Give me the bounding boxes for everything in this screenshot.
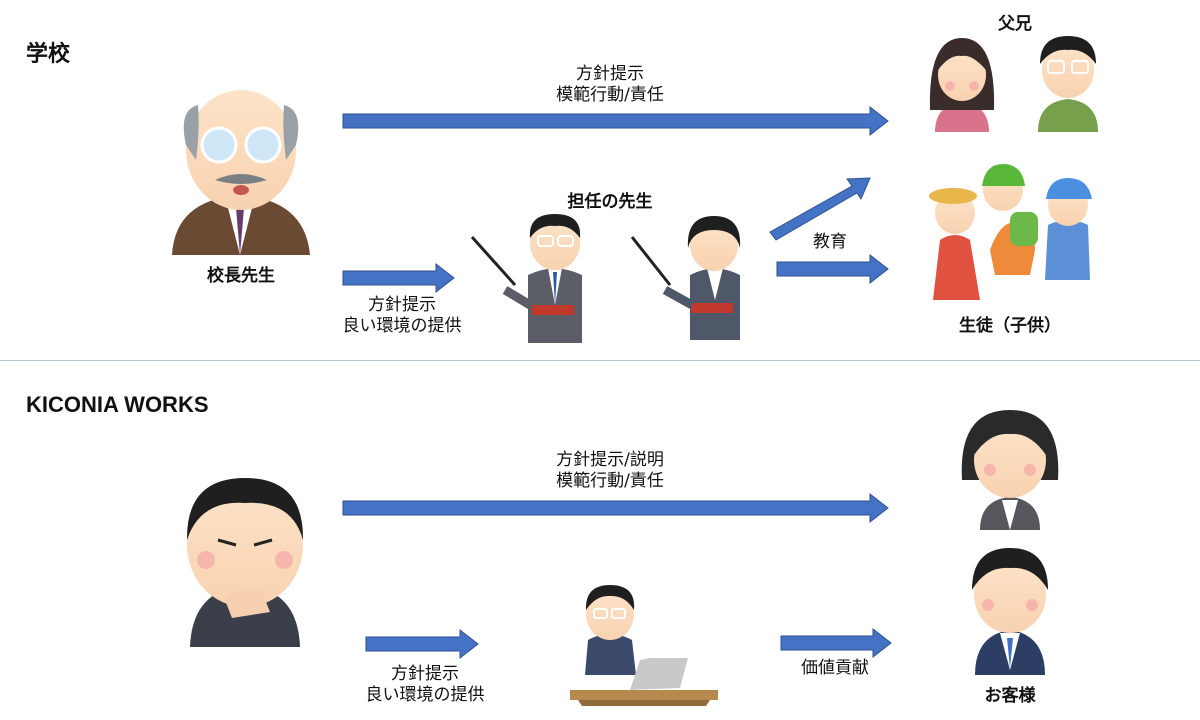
kiconia-bottom-arrow-label: 方針提示 良い環境の提供 [345,664,505,706]
school-bottom-arrow-line1: 方針提示 [368,295,436,315]
ceo-illustration [186,478,304,647]
school-bottom-arrow-label: 方針提示 良い環境の提供 [322,295,482,337]
value-contribution-label: 価値貢献 [801,658,869,678]
school-top-arrow-label: 方針提示 模範行動/責任 [530,64,690,106]
school-top-arrow-line1: 方針提示 [576,64,644,84]
arrow-principal-to-parents [342,105,889,137]
male-customer-illustration [972,548,1048,675]
principal-label: 校長先生 [207,266,275,286]
kiconia-top-arrow-label: 方針提示/説明 模範行動/責任 [530,450,690,492]
arrow-teachers-to-parents [769,177,871,241]
principal-illustration [172,90,310,255]
arrow-teachers-to-students [776,253,889,285]
kiconia-top-arrow-line1: 方針提示/説明 [556,450,664,470]
arrow-ceo-to-customers [342,492,889,524]
education-label: 教育 [813,232,847,252]
kiconia-top-arrow-line2: 模範行動/責任 [556,471,664,491]
arrow-ceo-to-staff [365,628,479,660]
kiconia-bottom-arrow-line1: 方針提示 [391,664,459,684]
kiconia-bottom-arrow-line2: 良い環境の提供 [365,685,485,705]
homeroom-teacher-label: 担任の先生 [567,192,653,212]
customers-label: お客様 [984,686,1036,706]
section-divider [0,360,1200,361]
female-customer-illustration [961,410,1059,530]
arrow-principal-to-teachers [342,262,455,294]
parents-label: 父兄 [998,14,1032,34]
male-teacher-illustration [470,214,582,343]
father-illustration [1038,36,1098,132]
female-teacher-illustration [630,216,741,340]
staff-laptop-illustration [570,585,718,706]
arrow-staff-to-customers [780,627,892,659]
mother-illustration [929,38,995,132]
kiconia-section-title: KICONIA WORKS [26,392,209,417]
students-label: 生徒（子供） [959,316,1061,336]
school-top-arrow-line2: 模範行動/責任 [556,85,664,105]
students-illustration [929,164,1092,300]
school-section-title: 学校 [26,41,71,66]
school-bottom-arrow-line2: 良い環境の提供 [342,316,462,336]
